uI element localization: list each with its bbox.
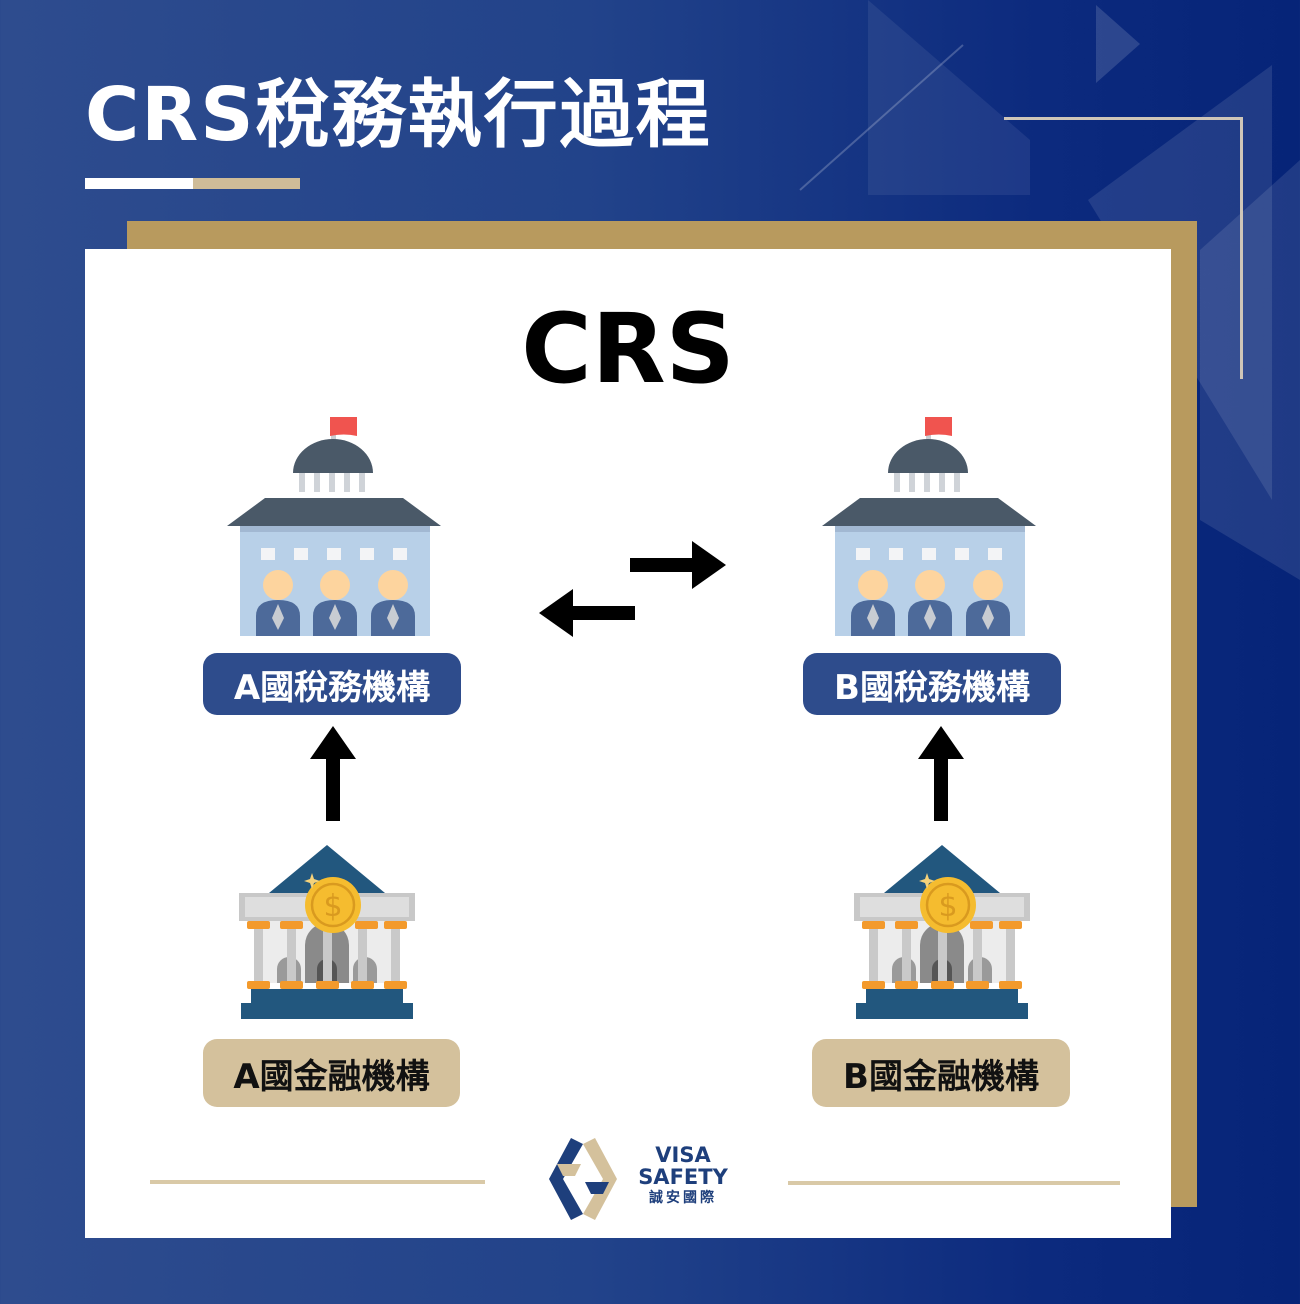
node-tax-authority-b: B國稅務機構 [803,653,1061,715]
title-underline-gold [193,178,300,189]
node-label: A國金融機構 [233,1056,430,1097]
svg-text:$: $ [323,889,342,924]
arrow-up-icon [916,726,966,825]
node-label: B國稅務機構 [834,667,1030,708]
logo-line2: SAFETY [638,1165,728,1189]
decorative-bracket-top [1004,117,1242,120]
visa-safety-logo-icon [543,1134,623,1228]
divider-right [788,1181,1120,1185]
bank-icon: $ [852,845,1032,1024]
diagram-card: CRS [85,249,1171,1238]
divider-left [150,1180,485,1184]
bank-icon: $ [237,845,417,1024]
node-financial-institution-a: A國金融機構 [203,1039,460,1107]
arrow-left-icon [537,587,637,643]
node-tax-authority-a: A國稅務機構 [203,653,461,715]
arrow-right-icon [628,539,728,595]
page-title: CRS稅務執行過程 [85,72,712,158]
svg-text:$: $ [938,889,957,924]
node-label: B國金融機構 [843,1056,1039,1097]
logo-line1: VISA [655,1143,711,1167]
government-building-icon [820,414,1040,640]
logo-line3: 誠安國際 [649,1190,717,1206]
title-underline-white [85,178,193,189]
arrow-up-icon [308,726,358,825]
node-label: A國稅務機構 [233,667,431,708]
decorative-bracket-side [1240,117,1243,379]
diagram-heading: CRS [521,293,735,405]
node-financial-institution-b: B國金融機構 [812,1039,1070,1107]
government-building-icon [225,414,445,640]
